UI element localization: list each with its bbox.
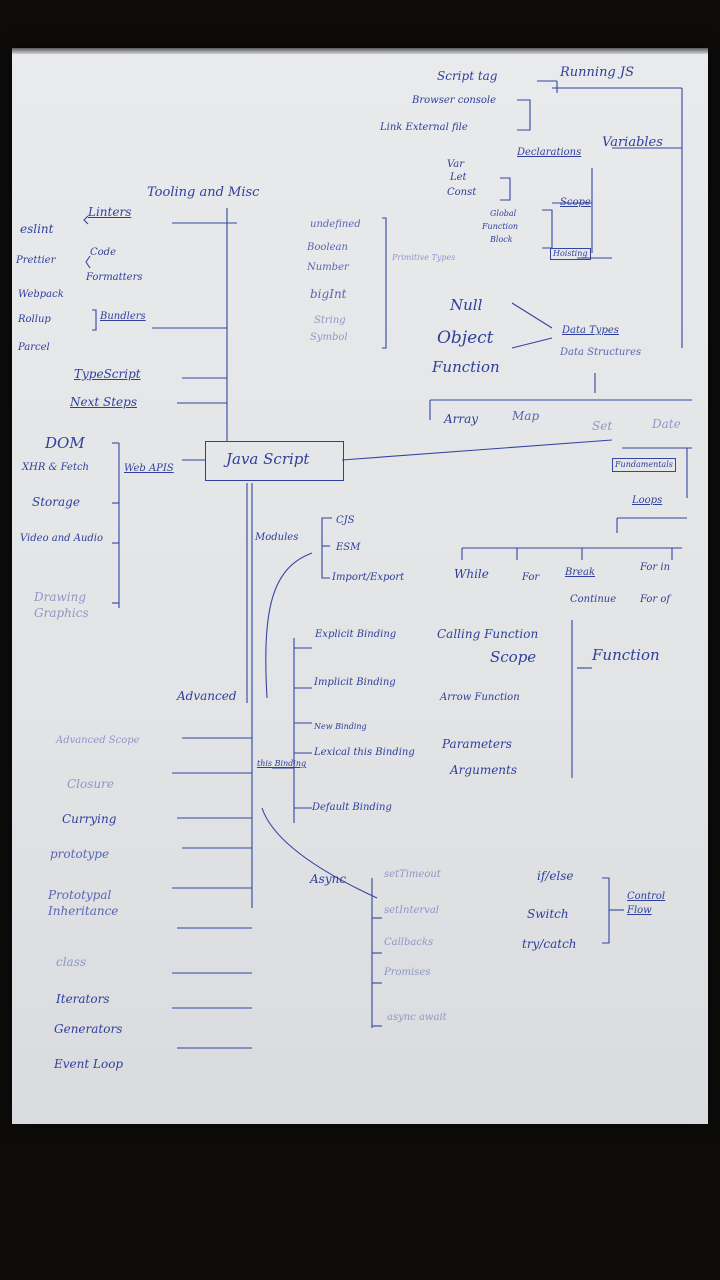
variables-title: Variables	[602, 135, 663, 150]
binding-lexical: Lexical this Binding	[314, 747, 415, 758]
control-switch: Switch	[527, 907, 569, 921]
tooling-title: Tooling and Misc	[147, 185, 260, 200]
loop-continue: Continue	[570, 594, 617, 605]
paper-sheet: Java Script Running JS Script tag Browse…	[12, 48, 708, 1124]
function-section-title: Function	[592, 646, 660, 664]
bundler-parcel: Parcel	[18, 342, 50, 353]
loop-for-of: For of	[640, 594, 671, 605]
scope-block: Block	[490, 235, 513, 244]
bundler-webpack: Webpack	[18, 289, 64, 300]
running-js-title: Running JS	[560, 65, 635, 80]
primitive-undefined: undefined	[310, 219, 361, 230]
linters-label: Linters	[88, 205, 132, 219]
advanced-scope: Advanced Scope	[56, 735, 140, 746]
advanced-event-loop: Event Loop	[54, 1057, 124, 1071]
binding-explicit: Explicit Binding	[315, 629, 397, 640]
advanced-prototypal-inheritance: Prototypal Inheritance	[48, 888, 119, 918]
loops-label: Loops	[632, 495, 663, 506]
structure-date: Date	[652, 417, 681, 431]
javascript-hub: Java Script	[205, 441, 344, 481]
function-arrow: Arrow Function	[440, 692, 520, 703]
control-try-catch: try/catch	[522, 937, 577, 951]
bundler-rollup: Rollup	[18, 314, 51, 325]
primitive-types-label: Primitive Types	[392, 253, 456, 262]
async-title: Async	[310, 872, 347, 886]
eslint-label: eslint	[20, 222, 54, 236]
advanced-prototype: prototype	[50, 847, 110, 861]
advanced-title: Advanced	[177, 689, 237, 703]
null-label: Null	[450, 296, 483, 314]
async-setinterval: setInterval	[384, 905, 439, 916]
async-await: async await	[387, 1012, 447, 1023]
data-types-label: Data Types	[562, 325, 619, 336]
running-js-item-browser-console: Browser console	[412, 95, 497, 106]
code-formatters-line1: Code	[90, 247, 116, 258]
loop-for: For	[522, 572, 540, 583]
web-api-video-audio: Video and Audio	[20, 533, 104, 544]
function-parameters: Parameters	[442, 737, 512, 751]
advanced-iterators: Iterators	[56, 992, 110, 1006]
control-flow-title: Control Flow	[627, 891, 666, 916]
binding-implicit: Implicit Binding	[314, 677, 396, 688]
function-arguments: Arguments	[450, 763, 518, 777]
primitive-bigint: bigInt	[310, 287, 347, 301]
hoisting-label: Hoisting	[550, 248, 591, 260]
typescript-label: TypeScript	[74, 367, 141, 381]
scope-function: Function	[482, 222, 519, 231]
object-label: Object	[437, 328, 494, 348]
web-api-drawing-graphics: Drawing Graphics	[34, 590, 89, 620]
loop-for-in: For in	[640, 562, 671, 573]
scope-global: Global	[490, 209, 517, 218]
paper-top-edge	[12, 48, 708, 54]
structure-map: Map	[512, 409, 540, 423]
hub-label: Java Script	[226, 450, 310, 468]
async-settimeout: setTimeout	[384, 869, 441, 880]
async-callbacks: Callbacks	[384, 937, 434, 948]
web-api-storage: Storage	[32, 495, 80, 509]
structure-array: Array	[444, 412, 479, 426]
running-js-item-script-tag: Script tag	[437, 69, 498, 83]
module-import-export: Import/Export	[332, 572, 405, 583]
advanced-class: class	[56, 955, 87, 969]
function-scope: Scope	[490, 648, 537, 666]
function-type-label: Function	[432, 358, 500, 376]
loop-break: Break	[565, 567, 596, 578]
control-if-else: if/else	[537, 869, 574, 883]
loop-while: While	[454, 567, 489, 581]
binding-default: Default Binding	[312, 802, 392, 813]
primitive-symbol: Symbol	[310, 332, 348, 343]
primitive-number: Number	[307, 262, 349, 273]
fundamentals-title: Fundamentals	[612, 458, 676, 472]
scope-label: Scope	[560, 197, 591, 208]
web-api-dom: DOM	[45, 434, 85, 452]
function-calling: Calling Function	[437, 627, 539, 641]
advanced-closure: Closure	[67, 777, 114, 791]
decl-var: Var	[447, 159, 465, 170]
primitive-boolean: Boolean	[307, 242, 348, 253]
running-js-item-external-file: Link External file	[380, 122, 468, 133]
decl-const: Const	[447, 187, 477, 198]
data-structures-label: Data Structures	[560, 347, 642, 358]
modules-title: Modules	[255, 532, 299, 543]
web-apis-title: Web APIS	[124, 463, 174, 474]
prettier-label: Prettier	[16, 255, 56, 266]
primitive-string: String	[314, 315, 346, 326]
code-formatters-line2: Formatters	[86, 272, 143, 283]
this-binding-label: this Binding	[257, 759, 307, 768]
web-api-xhr-fetch: XHR & Fetch	[22, 462, 89, 473]
binding-new: New Binding	[314, 722, 367, 731]
mindmap-connectors	[83, 80, 692, 1049]
advanced-currying: Currying	[62, 812, 117, 826]
declarations-label: Declarations	[517, 147, 582, 158]
advanced-generators: Generators	[54, 1022, 123, 1036]
next-steps-label: Next Steps	[70, 395, 137, 409]
async-promises: Promises	[384, 967, 431, 978]
structure-set: Set	[592, 419, 613, 433]
bundlers-label: Bundlers	[100, 311, 146, 322]
decl-let: Let	[450, 172, 467, 183]
module-esm: ESM	[336, 542, 361, 553]
module-cjs: CJS	[336, 515, 355, 526]
